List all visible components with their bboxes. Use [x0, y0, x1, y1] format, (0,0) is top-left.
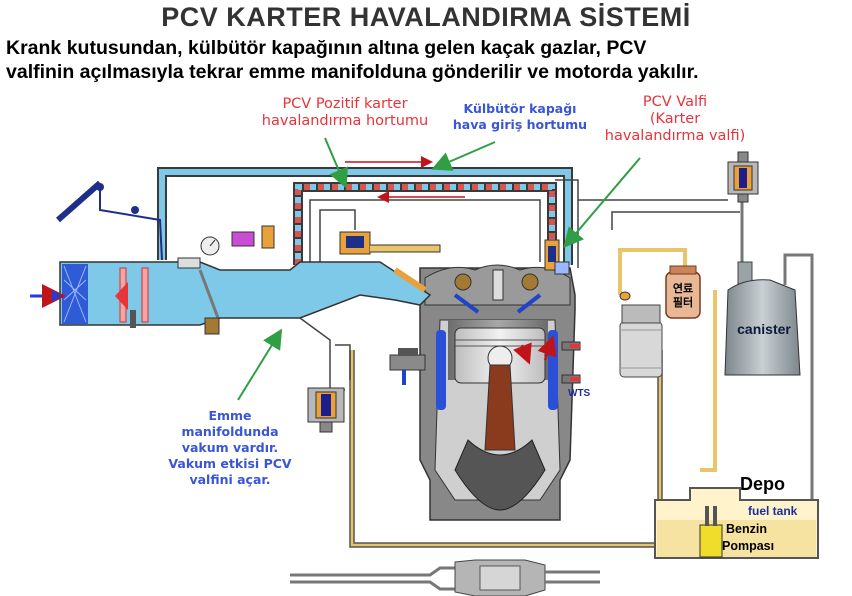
- depo-label: Depo: [740, 474, 785, 494]
- pcv-hose-label-line-1: PCV Pozitif karter: [282, 96, 408, 112]
- vacuum-note-line-4: Vakum etkisi PCV: [168, 456, 292, 471]
- description: Krank kutusundan, külbütör kapağının alt…: [6, 36, 846, 84]
- rocker-air-inlet-hose: [157, 167, 573, 265]
- pcv-hose-label-line-2: havalandırma hortumu: [261, 113, 429, 129]
- egr-valve: [299, 317, 426, 391]
- pcv-hose-label: PCV Pozitif karter havalandırma hortumu: [250, 96, 440, 130]
- vacuum-note-line-3: vakum vardır.: [181, 440, 279, 455]
- exhaust-catalyst: [290, 559, 600, 596]
- purge-solenoid: [727, 151, 759, 203]
- fuel-tank: Depo fuel tank Benzin Pompası: [654, 474, 819, 559]
- canister-label: canister: [737, 321, 791, 337]
- accelerator-pedal: [56, 180, 163, 261]
- vacuum-lines: [309, 179, 740, 268]
- iac-valve: [231, 231, 255, 247]
- vacuum-solenoid: [307, 387, 345, 433]
- throttle-body: [339, 231, 441, 293]
- description-line-2: valfinin açılmasıyla tekrar emme manifol…: [6, 61, 699, 83]
- fuel-tank-label: fuel tank: [748, 504, 798, 518]
- pcv-valve-label: PCV Valfi (Karter havalandırma valfi): [580, 94, 770, 145]
- pump-label-2: Pompası: [722, 539, 774, 553]
- rocker-inlet-label-line-1: Külbütör kapağı: [463, 101, 577, 116]
- pcv-valve-label-line-1: PCV Valfi: [642, 94, 708, 110]
- engine-block: WTS: [419, 264, 591, 521]
- vacuum-note-line-1: Emme: [208, 408, 252, 423]
- page-title: PCV KARTER HAVALANDIRMA SİSTEMİ: [161, 2, 691, 32]
- intake-manifold: [59, 261, 432, 328]
- pcv-valve-label-line-2: (Karter: [649, 111, 701, 127]
- vacuum-note-line-2: manifoldunda: [181, 424, 279, 439]
- vacuum-note: Emme manifoldunda vakum vardır. Vakum et…: [150, 408, 310, 488]
- pcv-valve-label-line-3: havalandırma valfi): [604, 128, 746, 144]
- description-line-1: Krank kutusundan, külbütör kapağının alt…: [6, 37, 647, 59]
- rocker-inlet-label: Külbütör kapağı hava giriş hortumu: [440, 101, 600, 133]
- oil-filter: [619, 291, 663, 378]
- vacuum-note-line-5: valfini açar.: [189, 472, 271, 487]
- canister: canister: [724, 200, 814, 500]
- annotation-arrows: [237, 137, 641, 401]
- rocker-inlet-label-line-2: hava giriş hortumu: [452, 117, 588, 132]
- fuel-filter-label-2: 필터: [673, 295, 693, 309]
- wts-label: WTS: [568, 388, 591, 399]
- pcv-hose: [293, 182, 557, 265]
- pcv-valve: [544, 239, 570, 275]
- fuel-filter: 연료 필터: [665, 265, 701, 319]
- pump-label-1: Benzin: [726, 522, 767, 536]
- fuel-filter-label-1: 연료: [673, 281, 693, 295]
